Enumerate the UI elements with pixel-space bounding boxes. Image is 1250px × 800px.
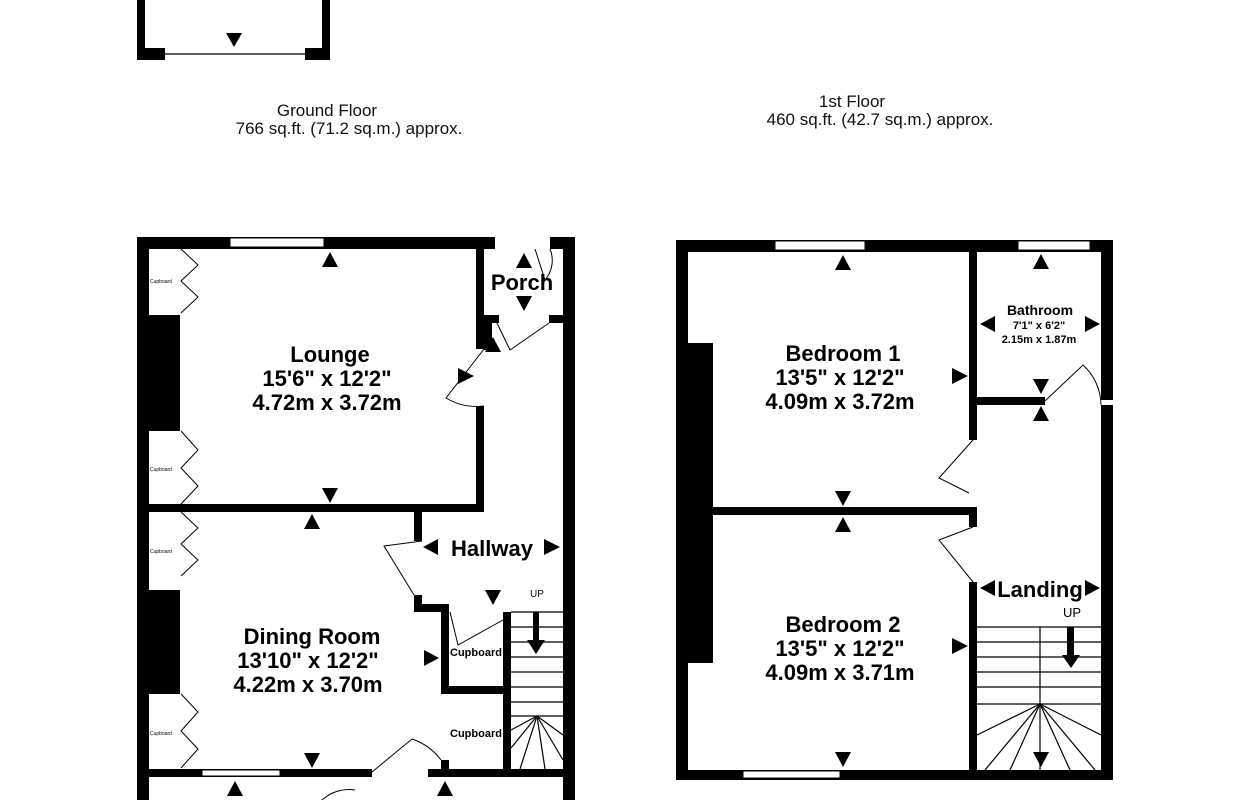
cupboard-tag-4: Cupboard — [150, 731, 172, 737]
lounge-imperial: 15'6" x 12'2" — [262, 366, 391, 391]
cupboard-tag-2: Cupboard — [150, 467, 172, 473]
first-floor-plan: UP Bedroom 1 13'5" x 12'2" 4.09m x 3.72m… — [676, 240, 1113, 780]
outbuilding-fragment — [137, 0, 330, 60]
first-stairs: UP — [976, 605, 1102, 771]
lounge-metric: 4.72m x 3.72m — [252, 390, 401, 415]
dining-room-name: Dining Room — [244, 624, 381, 649]
cupboard-tag-3: Cupboard — [150, 549, 172, 555]
bedroom1-imperial: 13'5" x 12'2" — [775, 365, 904, 390]
first-floor-title: 1st Floor — [819, 92, 885, 111]
bedroom2-imperial: 13'5" x 12'2" — [775, 636, 904, 661]
ground-floor-area: 766 sq.ft. (71.2 sq.m.) approx. — [236, 119, 463, 138]
bathroom-name: Bathroom — [1007, 302, 1073, 318]
cupboard-b-name: Cupboard — [450, 728, 502, 740]
first-stairs-up-label: UP — [1063, 605, 1081, 620]
ground-stairs-up-label: UP — [530, 589, 544, 600]
bedroom2-metric: 4.09m x 3.71m — [765, 660, 914, 685]
lounge-name: Lounge — [290, 342, 369, 367]
ground-floor-plan: UP Lounge 15'6" x 12'2" 4.72m x 3.72 — [137, 237, 575, 800]
bathroom-imperial: 7'1" x 6'2" — [1013, 320, 1065, 332]
ground-stairs: UP — [510, 589, 564, 770]
bedroom2-name: Bedroom 2 — [786, 612, 901, 637]
dining-room-metric: 4.22m x 3.70m — [233, 672, 382, 697]
bathroom-metric: 2.15m x 1.87m — [1002, 334, 1077, 346]
cupboard-tag-1: Cupboard — [150, 279, 172, 285]
stairs-arrow-icon — [527, 640, 545, 654]
porch-name: Porch — [491, 270, 553, 295]
bedroom1-metric: 4.09m x 3.72m — [765, 389, 914, 414]
hallway-name: Hallway — [451, 536, 534, 561]
bedroom1-name: Bedroom 1 — [786, 341, 901, 366]
cupboard-a-name: Cupboard — [450, 647, 502, 659]
ground-floor-title: Ground Floor — [277, 101, 377, 120]
first-floor-area: 460 sq.ft. (42.7 sq.m.) approx. — [767, 110, 994, 129]
landing-name: Landing — [997, 577, 1083, 602]
dining-room-imperial: 13'10" x 12'2" — [237, 648, 378, 673]
landing-stairs-arrow-icon — [1062, 655, 1080, 668]
door-arrow-icon — [226, 33, 242, 47]
